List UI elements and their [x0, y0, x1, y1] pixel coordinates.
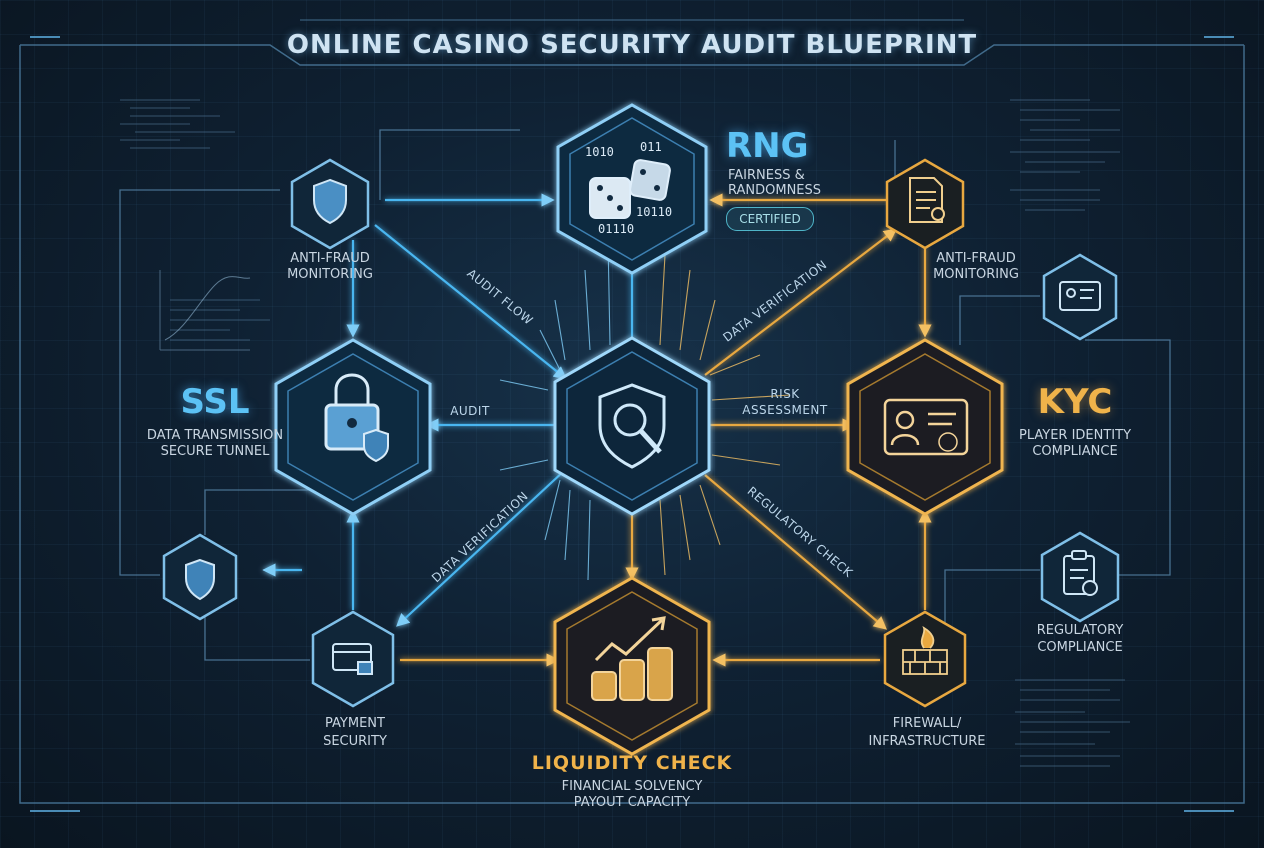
- id-card-icon: [883, 398, 969, 456]
- anti-fraud-left-line-1: ANTI-FRAUD: [290, 251, 370, 266]
- gold-flows: [400, 193, 932, 667]
- shield-icon: [313, 178, 347, 225]
- kyc-line-2: COMPLIANCE: [1032, 444, 1118, 459]
- rng-code-3: 10110: [636, 205, 673, 219]
- ssl-line-2: SECURE TUNNEL: [160, 444, 270, 459]
- ssl-node[interactable]: [274, 338, 432, 516]
- coins-chart-icon: [591, 616, 673, 701]
- anti-fraud-right-line-1: ANTI-FRAUD: [936, 251, 1016, 266]
- rng-code-1: 1010: [585, 145, 614, 159]
- payment-line-2: SECURITY: [323, 734, 387, 749]
- anti-fraud-right-line-2: MONITORING: [933, 267, 1019, 282]
- certified-badge: CERTIFIED: [726, 207, 814, 231]
- audit-label: AUDIT: [450, 404, 490, 418]
- rng-line-2: RANDOMNESS: [728, 183, 822, 198]
- risk-label-line-1: RISK: [770, 387, 800, 401]
- anti-fraud-left-line-2: MONITORING: [287, 267, 373, 282]
- decorative-chart: [159, 270, 251, 351]
- payment-line-1: PAYMENT: [325, 716, 385, 731]
- document-icon: [909, 177, 945, 223]
- rng-node[interactable]: [556, 103, 708, 275]
- firewall-line-1: FIREWALL/: [892, 716, 962, 731]
- hub-node[interactable]: [553, 336, 711, 516]
- firewall-line-2: INFRASTRUCTURE: [868, 734, 986, 749]
- rng-title: RNG: [726, 126, 809, 166]
- rng-line-1: FAIRNESS &: [728, 168, 805, 183]
- liquidity-title: LIQUIDITY CHECK: [531, 752, 733, 774]
- rng-code-2: 011: [640, 140, 662, 154]
- risk-label-line-2: ASSESSMENT: [742, 403, 828, 417]
- blue-flows: [262, 193, 639, 627]
- hub-ticks: [499, 239, 791, 581]
- shield-icon: [185, 558, 215, 601]
- liquidity-node[interactable]: [553, 576, 711, 756]
- firewall-node[interactable]: [883, 610, 967, 708]
- clipboard-icon: [1063, 550, 1098, 596]
- liquidity-line-1: FINANCIAL SOLVENCY: [561, 779, 703, 794]
- id-badge-icon: [1059, 281, 1101, 311]
- credit-card-icon: [332, 643, 373, 675]
- regulatory-line-1: REGULATORY: [1036, 623, 1124, 638]
- shield-small-node[interactable]: [162, 533, 238, 621]
- id-badge-node[interactable]: [1042, 253, 1118, 341]
- kyc-line-1: PLAYER IDENTITY: [1018, 428, 1132, 443]
- dice-icon: [589, 159, 671, 219]
- firewall-icon: [902, 625, 948, 675]
- padlock-icon: [324, 373, 389, 463]
- decorative-code-lines: [120, 99, 1130, 767]
- ssl-title: SSL: [180, 382, 250, 422]
- rng-code-4: 01110: [598, 222, 635, 236]
- payment-node[interactable]: [311, 610, 395, 708]
- anti-fraud-left-node[interactable]: [290, 158, 370, 250]
- kyc-title: KYC: [1037, 382, 1113, 422]
- shield-magnifier-icon: [598, 383, 666, 469]
- regulatory-node[interactable]: [1040, 531, 1120, 623]
- liquidity-line-2: PAYOUT CAPACITY: [573, 795, 691, 810]
- page-title: ONLINE CASINO SECURITY AUDIT BLUEPRINT: [286, 30, 978, 60]
- outer-frame: [19, 19, 1245, 812]
- regulatory-line-2: COMPLIANCE: [1037, 640, 1123, 655]
- kyc-node[interactable]: [846, 338, 1004, 516]
- ssl-line-1: DATA TRANSMISSION: [146, 428, 284, 443]
- anti-fraud-right-node[interactable]: [885, 158, 965, 250]
